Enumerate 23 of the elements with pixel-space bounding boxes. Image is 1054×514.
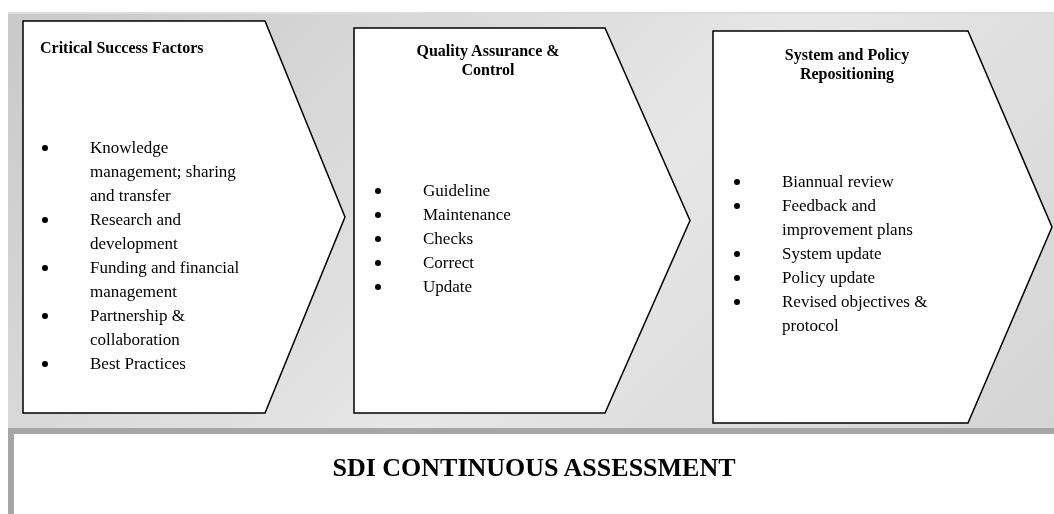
list-item-text: Funding and financial management — [90, 257, 241, 303]
panel-heading: System and Policy Repositioning — [783, 45, 911, 83]
list-item-text: Research and development — [90, 209, 183, 255]
list-item-text: Best Practices — [90, 353, 187, 375]
list-item-text: System update — [782, 243, 883, 265]
list-item-text: Policy update — [782, 267, 876, 289]
list-item-text: Knowledge management; sharing and transfer — [90, 137, 237, 207]
list-item-text: Correct — [423, 252, 475, 274]
list-item-text: Update — [423, 276, 474, 298]
chevron-panel — [22, 20, 345, 414]
list-item-text: Revised objectives & protocol — [782, 291, 929, 337]
chevron-panel — [353, 27, 690, 414]
list-item-text: Biannual review — [782, 171, 895, 193]
assessment-band — [8, 428, 1054, 514]
panel-heading: Quality Assurance & Control — [415, 41, 561, 79]
list-item-text: Partnership & collaboration — [90, 305, 186, 351]
band-title: SDI CONTINUOUS ASSESSMENT — [332, 453, 736, 483]
chevron-panel — [712, 30, 1052, 424]
list-item-text: Guideline — [423, 180, 492, 202]
list-item-text: Checks — [423, 228, 475, 250]
panel-heading: Critical Success Factors — [40, 38, 205, 57]
list-item-text: Maintenance — [423, 204, 512, 226]
list-item-text: Feedback and improvement plans — [782, 195, 914, 241]
